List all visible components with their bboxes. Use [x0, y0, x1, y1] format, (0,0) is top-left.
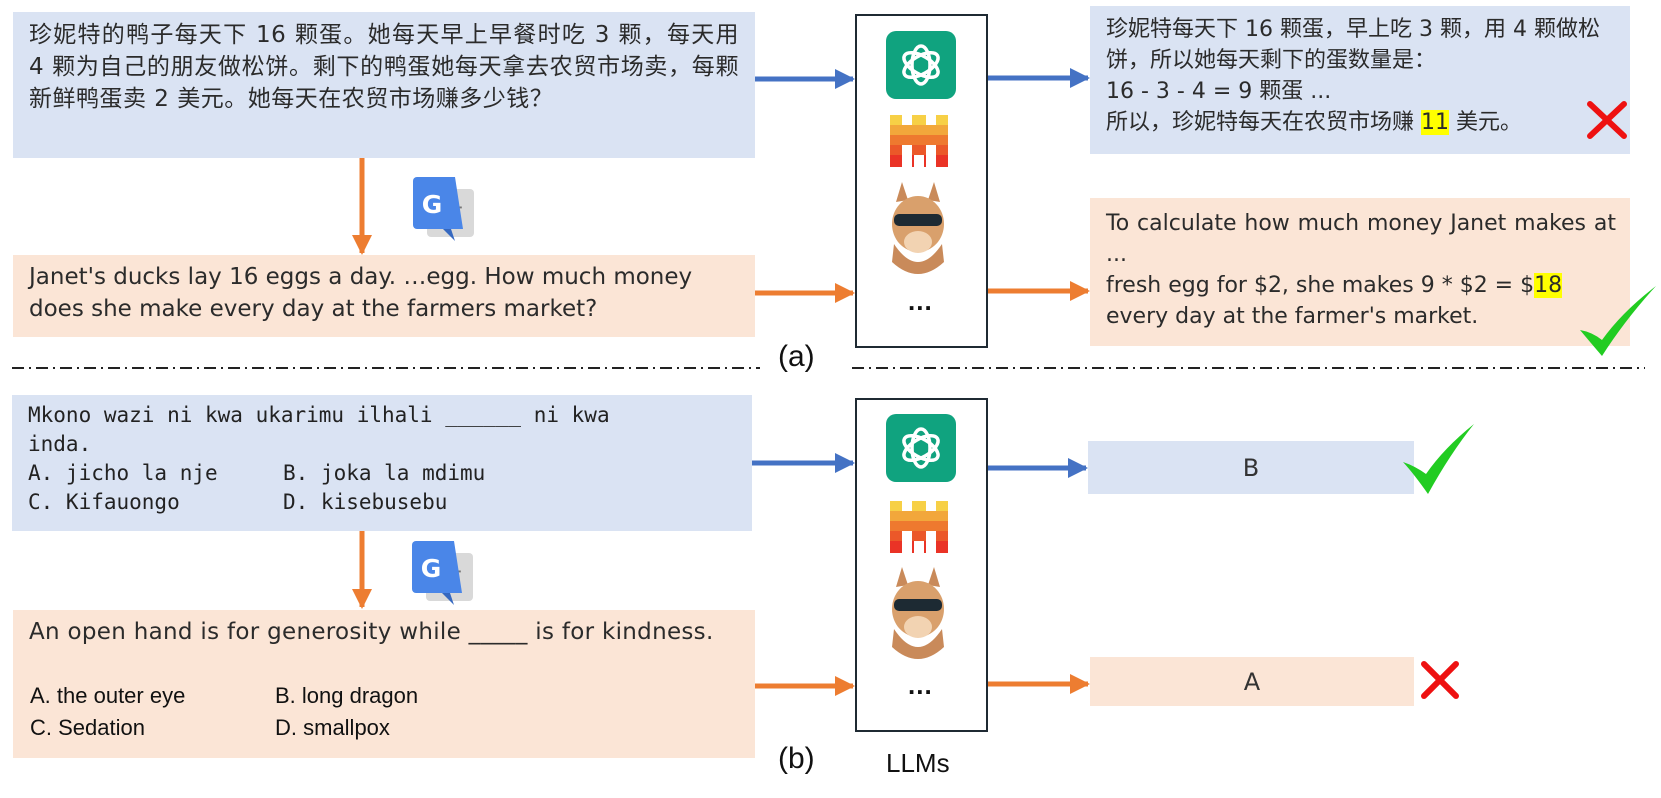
- question-sw-line1: Mkono wazi ni kwa ukarimu ilhali ______ …: [28, 403, 610, 427]
- option-sw-c: C. Kifauongo: [28, 490, 180, 514]
- option-en-a: A. the outer eye: [30, 683, 186, 708]
- correct-answer-highlight: 18: [1534, 273, 1563, 298]
- option-sw-b: B. joka la mdimu: [283, 461, 486, 485]
- answer-en-line2: fresh egg for $2, she makes 9 * $2 = $18: [1106, 273, 1563, 298]
- svg-text:G: G: [422, 190, 443, 219]
- question-en-b-text: An open hand is for generosity while ___…: [29, 619, 714, 645]
- question-en-box: Janet's ducks lay 16 eggs a day. …egg. H…: [13, 255, 755, 337]
- checkmark-icon: [1580, 286, 1656, 356]
- answer-en-line1: To calculate how much money Janet makes …: [1106, 211, 1616, 267]
- option-en-d: D. smallpox: [275, 715, 390, 740]
- wrong-answer-highlight: 11: [1421, 110, 1449, 135]
- openai-icon: [886, 31, 956, 99]
- cross-icon: [1587, 101, 1627, 139]
- panel-b-label: (b): [778, 742, 815, 775]
- mistral-icon: [890, 501, 948, 553]
- llama-icon: [892, 567, 944, 659]
- mistral-icon: [890, 115, 948, 167]
- answer-en-b-text: A: [1243, 667, 1261, 696]
- llama-icon: [892, 182, 944, 274]
- question-zh-text: 珍妮特的鸭子每天下 16 颗蛋。她每天早上早餐时吃 3 颗，每天用 4 颗为自己…: [29, 22, 739, 112]
- svg-text:G: G: [421, 554, 442, 583]
- answer-zh-box: 珍妮特每天下 16 颗蛋，早上吃 3 颗，用 4 颗做松饼，所以她每天剩下的蛋数…: [1090, 6, 1630, 154]
- answer-sw-text: B: [1242, 453, 1260, 482]
- llms-label: LLMs: [886, 748, 950, 778]
- ellipsis-a: ...: [908, 286, 933, 316]
- option-en-b: B. long dragon: [275, 683, 419, 708]
- option-sw-a: A. jicho la nje: [28, 461, 218, 485]
- answer-en-b-box: A: [1090, 657, 1414, 706]
- answer-zh-line1: 珍妮特每天下 16 颗蛋，早上吃 3 颗，用 4 颗做松饼，所以她每天剩下的蛋数…: [1106, 17, 1600, 73]
- google-translate-icon: 文 G: [412, 541, 473, 605]
- question-en-b-box: An open hand is for generosity while ___…: [13, 610, 755, 758]
- answer-zh-line3: 所以，珍妮特每天在农贸市场赚 11 美元。: [1106, 110, 1522, 135]
- question-sw-line2: inda.: [28, 432, 92, 456]
- answer-en-box: To calculate how much money Janet makes …: [1090, 198, 1630, 346]
- ellipsis-b: ...: [908, 670, 933, 700]
- option-en-c: C. Sedation: [30, 715, 145, 740]
- panel-a-label: (a): [778, 340, 815, 373]
- google-translate-icon: 文 G: [413, 177, 474, 241]
- answer-sw-box: B: [1088, 441, 1414, 494]
- question-zh-box: 珍妮特的鸭子每天下 16 颗蛋。她每天早上早餐时吃 3 颗，每天用 4 颗为自己…: [13, 12, 755, 158]
- checkmark-icon: [1403, 424, 1474, 494]
- cross-icon: [1421, 661, 1459, 699]
- answer-en-line3: every day at the farmer's market.: [1106, 304, 1479, 329]
- openai-icon: [886, 414, 956, 482]
- answer-zh-line2: 16 - 3 - 4 = 9 颗蛋 ...: [1106, 79, 1332, 104]
- question-en-text: Janet's ducks lay 16 eggs a day. …egg. H…: [29, 264, 693, 322]
- option-sw-d: D. kisebusebu: [283, 490, 448, 514]
- question-sw-box: Mkono wazi ni kwa ukarimu ilhali ______ …: [12, 395, 752, 531]
